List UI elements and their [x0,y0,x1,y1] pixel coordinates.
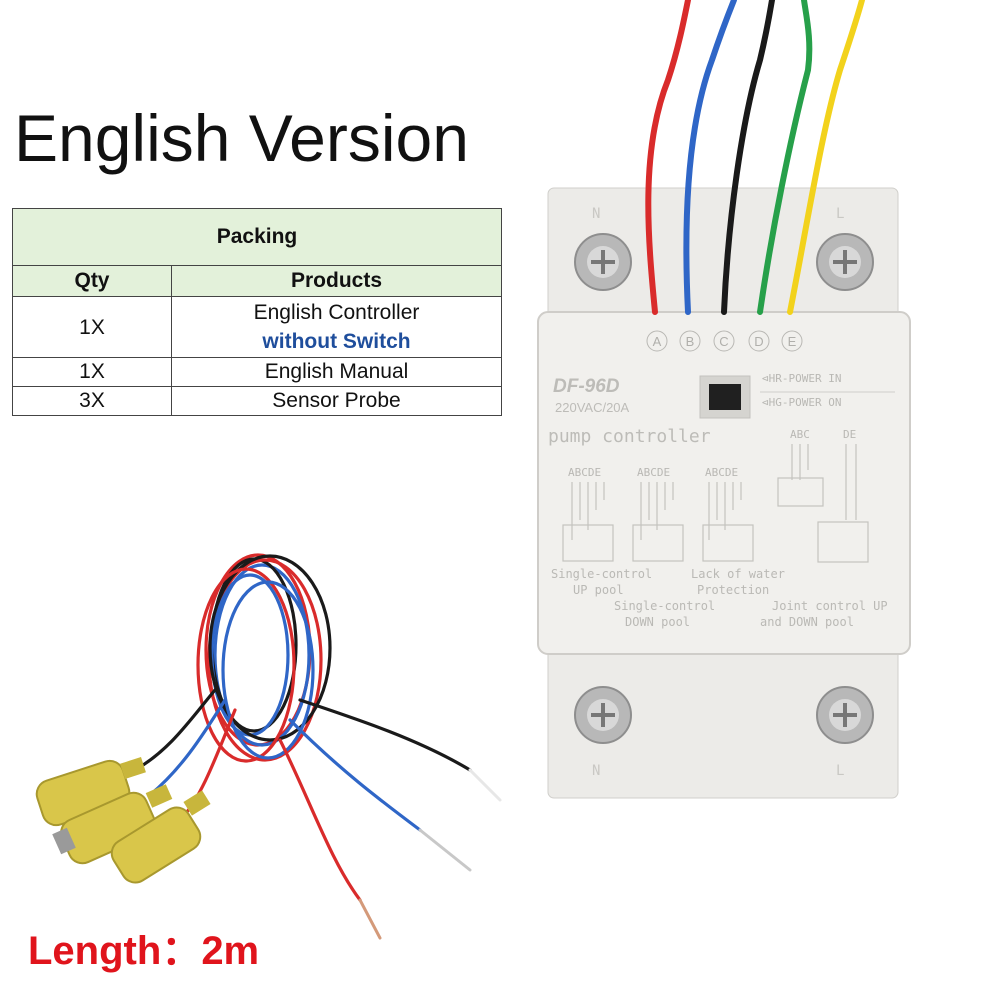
terminal-letters: A B C D E [646,330,803,352]
product-note: without Switch [262,330,411,353]
product-cell: Sensor Probe [171,386,502,416]
caption: DOWN pool [625,615,690,629]
terminal-label-l: L [836,206,844,222]
table-row: 3X Sensor Probe [12,386,502,416]
terminal-d: D [754,334,763,349]
group-label: ABCDE [705,466,738,479]
packing-table: Packing Qty Products 1X English Controll… [12,208,502,416]
caption: Protection [697,583,769,597]
group-label: ABCDE [568,466,601,479]
terminal-b: B [686,334,695,349]
caption: and DOWN pool [760,615,854,629]
caption: Lack of water [691,567,785,581]
group-label: DE [843,428,856,441]
qty-cell: 3X [12,386,172,416]
length-separator: ： [161,929,202,973]
product-name: English Controller [253,301,420,324]
terminal-label-n: N [592,763,600,779]
caption: Single-control [551,567,652,581]
product-cell: English Controller without Switch [171,296,502,358]
sensor-probe-icon [52,784,173,865]
caption: UP pool [573,583,624,597]
caption: Joint control UP [772,599,888,613]
rating-label: 220VAC/20A [555,400,630,415]
device-name: pump controller [548,426,711,447]
group-label: ABCDE [637,466,670,479]
column-products: Products [171,265,502,297]
table-row: 1X English Controller without Switch [12,296,502,358]
caption: Single-control [614,599,715,613]
sensor-probe-icon [110,790,211,884]
terminal-label-n: N [592,206,600,222]
power-in-label: ⊲HR-POWER IN [762,372,841,385]
terminal-label-l: L [836,763,844,779]
probe-cable-bundle [133,553,502,940]
wiring-schematic [562,444,869,563]
group-label: ABC [790,428,810,441]
qty-cell: 1X [12,357,172,387]
length-label: Length：2m [28,918,259,976]
controller-device: N L N L A B C D E DF-96D 220VAC/20A ⊲HR-… [537,187,911,799]
terminal-a: A [653,334,662,349]
terminal-e: E [788,334,797,349]
terminal-c: C [719,334,728,349]
column-qty: Qty [12,265,172,297]
led-window [709,384,741,410]
screw-icon [816,686,874,744]
length-value: 2m [201,929,260,973]
device-wires [645,0,865,315]
screw-icon [574,233,632,291]
screw-icon [574,686,632,744]
headline: English Version [14,101,469,175]
packing-title: Packing [12,208,502,266]
screw-icon [816,233,874,291]
model-label: DF-96D [553,376,620,397]
power-on-label: ⊲HG-POWER ON [762,396,841,409]
length-word: Length [28,929,162,973]
